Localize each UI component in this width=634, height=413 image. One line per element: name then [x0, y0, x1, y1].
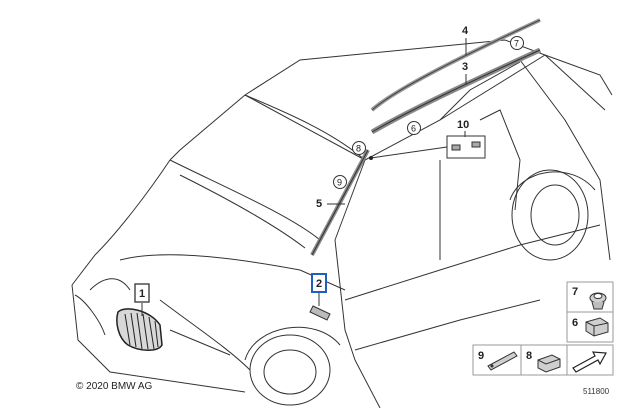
callout-3: 3: [462, 61, 468, 73]
callout-6: 6: [411, 124, 416, 134]
callout-5: 5: [316, 198, 322, 210]
a-pillar-trim: [310, 149, 370, 256]
callout-1: 1: [139, 288, 145, 300]
clip-nut-icon: [589, 292, 607, 310]
legend-label-8: 8: [526, 350, 532, 362]
legend-label-7: 7: [572, 286, 578, 298]
trim-strip-icon: [487, 351, 518, 371]
arrow-icon: [572, 351, 607, 373]
diagram-code: 511800: [583, 387, 610, 396]
callout-7: 7: [514, 39, 519, 49]
car-outline: [71, 39, 613, 409]
callout-10: 10: [457, 119, 469, 131]
fender-badge: [309, 305, 331, 321]
callout-4: 4: [462, 25, 469, 37]
legend-label-6: 6: [572, 317, 578, 329]
leader-lines: [141, 38, 467, 316]
callout-9: 9: [337, 178, 342, 188]
legend-label-9: 9: [478, 350, 484, 362]
roof-trim-parts: [370, 18, 542, 135]
kidney-grille: [116, 308, 163, 351]
callout-2: 2: [316, 278, 322, 290]
callout-8: 8: [356, 144, 361, 154]
clip-block-icon: [585, 317, 609, 337]
clip-bracket-icon: [537, 354, 561, 373]
copyright-text: © 2020 BMW AG: [76, 381, 153, 392]
junction-dot: [369, 156, 373, 160]
parts-legend: 7 6 9 8: [472, 281, 614, 376]
callout-labels: 4 3 10 5 7 6 8 9 1 2: [134, 25, 524, 303]
clips-part-10: [446, 135, 486, 159]
